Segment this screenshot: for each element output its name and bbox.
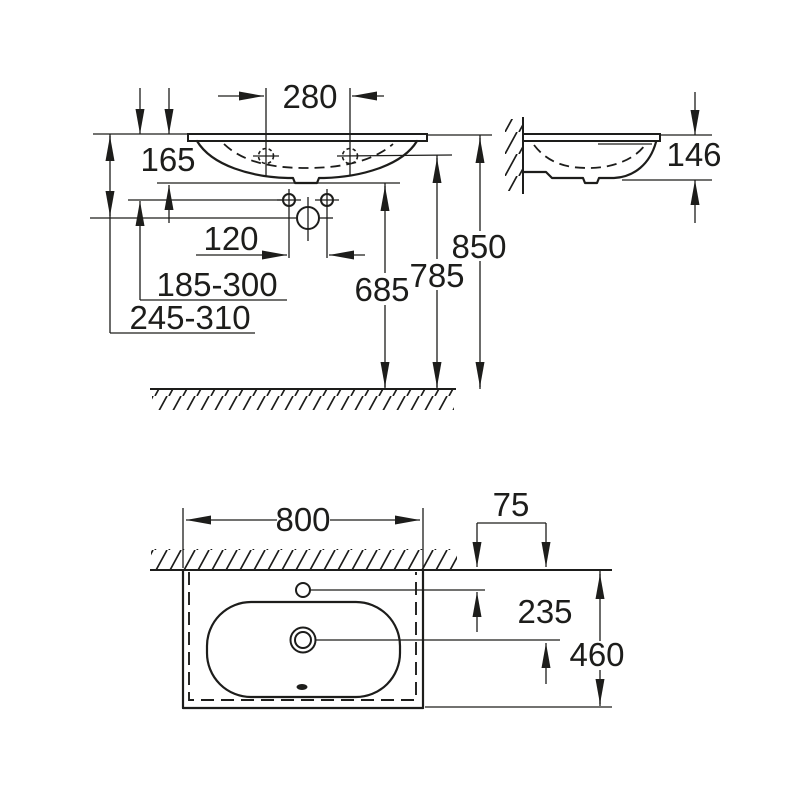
dim-label-800: 800 <box>275 501 330 538</box>
plan-view: 800 75 235 460 <box>150 486 626 710</box>
dim-label-235: 235 <box>517 593 572 630</box>
plan-dimension-labels: 800 75 235 460 <box>275 486 626 673</box>
dim-label-165: 165 <box>140 141 195 178</box>
front-reference-lines <box>90 133 492 219</box>
plan-dimension-lines <box>182 508 612 708</box>
side-wall-hatch <box>505 117 524 194</box>
bowl-inner-dashed-side <box>533 144 646 169</box>
dim-label-120: 120 <box>203 220 258 257</box>
countertop-slab-front <box>187 133 428 142</box>
countertop-dashed-plan <box>188 572 417 701</box>
basin-side-outline <box>521 133 661 185</box>
side-view: 146 <box>505 92 722 223</box>
dim-label-460: 460 <box>569 636 624 673</box>
dim-label-785: 785 <box>409 257 464 294</box>
floor-hatch <box>150 388 456 410</box>
tap-hole-left-icon <box>257 147 275 165</box>
dim-label-75: 75 <box>493 486 530 523</box>
dim-label-280: 280 <box>282 78 337 115</box>
tap-holes-front <box>253 88 453 176</box>
countertop-slab-side <box>522 133 661 142</box>
tap-hole-right-icon <box>341 147 359 165</box>
side-dimension-lines <box>622 92 712 223</box>
bowl-plan-outline <box>205 600 402 699</box>
bowl-outer-front <box>195 139 419 185</box>
front-dimension-labels: 280 165 120 185-300 245-310 685 785 850 <box>129 78 508 336</box>
front-view: 280 165 120 185-300 245-310 685 785 850 <box>90 78 508 410</box>
dim-label-146: 146 <box>666 136 721 173</box>
drain-inner-plan <box>294 631 312 649</box>
basin-plan <box>205 582 560 699</box>
plan-wall-hatch <box>150 549 612 571</box>
basin-front-outline <box>187 133 428 185</box>
tap-hole-plan <box>295 582 311 598</box>
fixing-holes-front <box>277 189 339 258</box>
drain-outer-plan <box>289 626 317 654</box>
bowl-outer-side <box>521 140 658 185</box>
dim-label-185-300: 185-300 <box>156 266 277 303</box>
dim-label-850: 850 <box>451 228 506 265</box>
drain-hole-front <box>296 206 320 230</box>
dim-label-245-310: 245-310 <box>129 299 250 336</box>
dim-label-685: 685 <box>354 271 409 308</box>
overflow-slot-plan <box>296 684 308 690</box>
bowl-inner-dashed-front <box>223 143 394 169</box>
cabinet-outline <box>181 568 425 710</box>
